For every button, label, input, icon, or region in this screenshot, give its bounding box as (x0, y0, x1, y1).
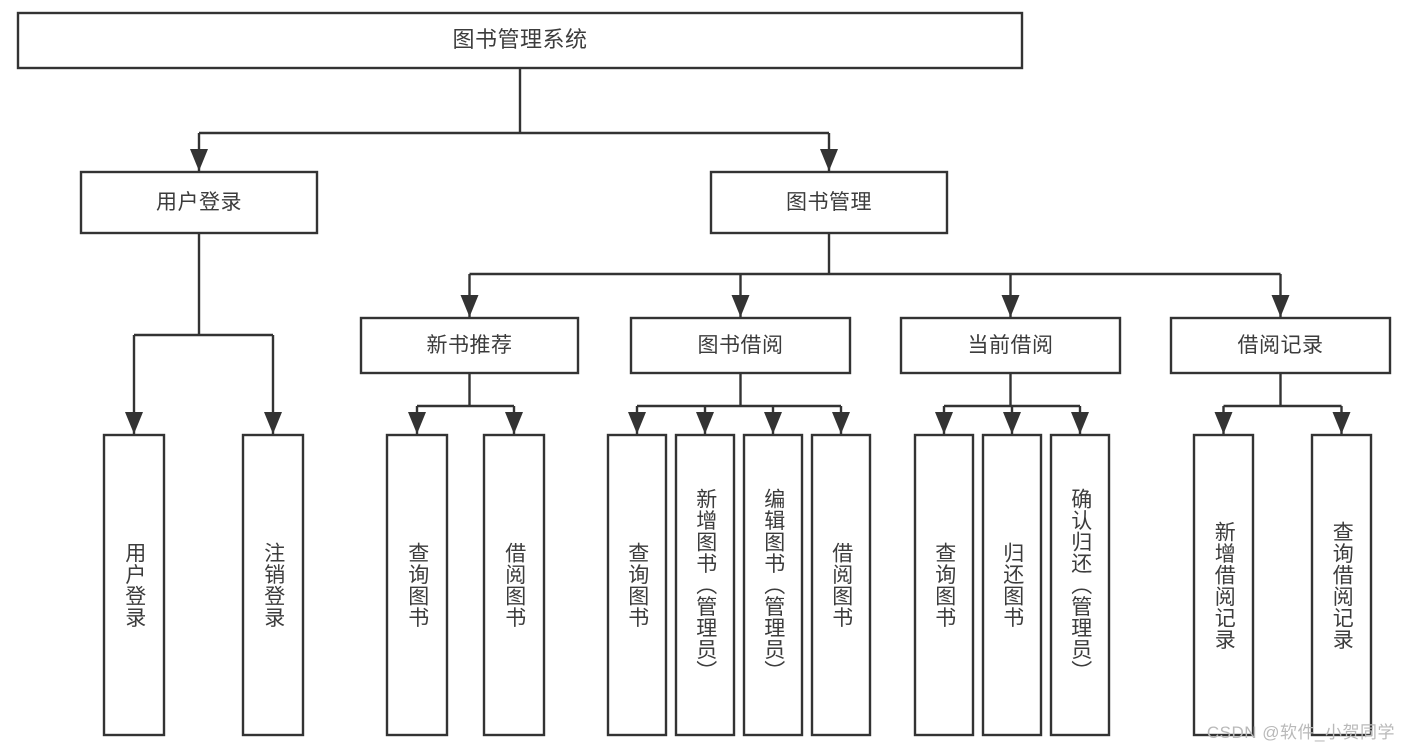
node-box-book-borrow[interactable] (629, 316, 852, 375)
node-box-user-login[interactable] (79, 170, 319, 235)
node-box-book-management[interactable] (709, 170, 949, 235)
node-box-leaf-add-book[interactable] (674, 433, 736, 737)
arrow-head-leaf-user-login (125, 412, 143, 434)
arrow-head-leaf-edit-book (764, 412, 782, 434)
arrow-head-borrow-record (1271, 295, 1290, 317)
arrow-head-leaf-query-book-rec (408, 412, 426, 434)
arrow-head-leaf-query-book-borrow (628, 412, 646, 434)
node-box-leaf-query-book-current[interactable] (913, 433, 975, 737)
node-box-leaf-user-login[interactable] (102, 433, 166, 737)
arrow-head-leaf-borrow-book (832, 412, 850, 434)
arrow-head-leaf-query-borrow-record (1332, 412, 1351, 434)
node-box-leaf-query-book-borrow[interactable] (606, 433, 668, 737)
arrow-head-current-borrow (1001, 295, 1020, 317)
node-box-leaf-add-borrow-record[interactable] (1192, 433, 1255, 737)
arrow-head-leaf-query-book-current (935, 412, 953, 434)
arrow-head-leaf-borrow-book-rec (505, 412, 523, 434)
node-box-leaf-borrow-book-rec[interactable] (482, 433, 546, 737)
node-box-leaf-edit-book[interactable] (742, 433, 804, 737)
node-box-new-book-recommend[interactable] (359, 316, 580, 375)
node-box-leaf-borrow-book[interactable] (810, 433, 872, 737)
arrow-head-book-borrow (731, 295, 750, 317)
node-box-leaf-return-book[interactable] (981, 433, 1043, 737)
arrow-head-leaf-add-borrow-record (1214, 412, 1233, 434)
arrow-head-leaf-add-book (696, 412, 714, 434)
arrow-head-book-management (820, 149, 838, 171)
node-box-leaf-confirm-return[interactable] (1049, 433, 1111, 737)
node-box-leaf-query-book-rec[interactable] (385, 433, 449, 737)
connectors-layer (125, 68, 1351, 434)
arrow-head-leaf-confirm-return (1071, 412, 1089, 434)
boxes-layer (16, 11, 1392, 737)
node-box-root[interactable] (16, 11, 1024, 70)
watermark-text: CSDN @软件_小贺同学 (1206, 723, 1395, 742)
arrow-head-new-book-recommend (460, 295, 479, 317)
node-box-borrow-record[interactable] (1169, 316, 1392, 375)
arrow-head-leaf-logout (264, 412, 282, 434)
arrow-head-user-login (190, 149, 208, 171)
arrow-head-leaf-return-book (1003, 412, 1021, 434)
node-box-current-borrow[interactable] (899, 316, 1122, 375)
node-box-leaf-logout[interactable] (241, 433, 305, 737)
node-box-leaf-query-borrow-record[interactable] (1310, 433, 1373, 737)
